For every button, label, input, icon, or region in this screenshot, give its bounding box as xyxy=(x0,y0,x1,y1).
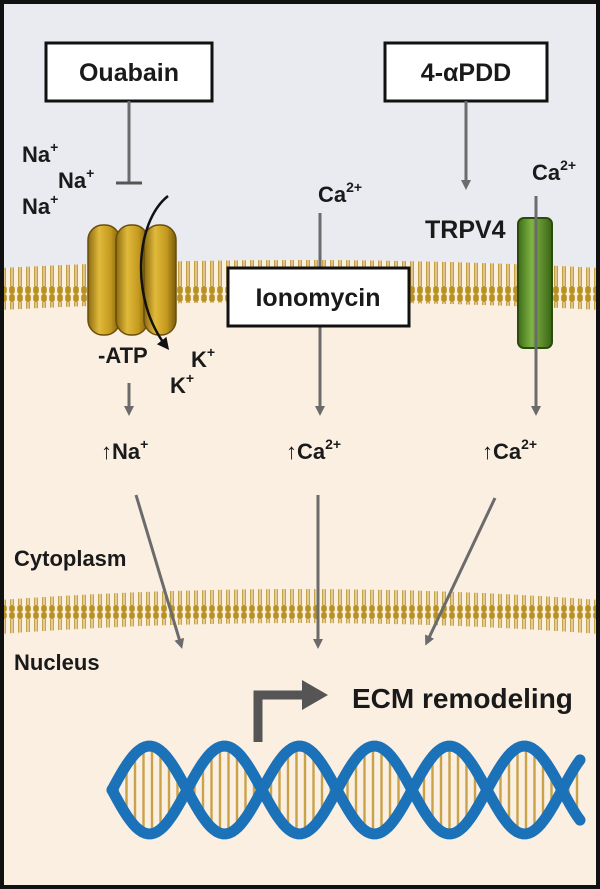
na-rise-label: ↑Na+ xyxy=(101,436,148,464)
pump-transport-arrow xyxy=(139,195,170,350)
ionomycin-box: Ionomycin xyxy=(226,266,411,328)
extracellular-space xyxy=(0,0,600,268)
ca-right-to-nucleus-arrow xyxy=(425,497,497,646)
trpv4-label: TRPV4 xyxy=(425,216,506,244)
cytoplasm-label: Cytoplasm xyxy=(14,546,126,571)
atp-label: -ATP xyxy=(98,343,148,368)
k-ion-1: K+ xyxy=(191,344,215,372)
pdd-label: 4-αPDD xyxy=(421,59,511,87)
na-ion-2: Na+ xyxy=(58,165,94,193)
transcription-arrow-head xyxy=(302,680,328,710)
na-ion-3: Na+ xyxy=(22,191,58,219)
nuclear-envelope xyxy=(0,589,600,634)
na-ion-1: Na+ xyxy=(22,139,58,167)
dna-strand-front xyxy=(106,740,586,840)
ca-ion-right: Ca2+ xyxy=(532,157,576,185)
k-ion-2: K+ xyxy=(170,370,194,398)
ca-rise-mid-label: ↑Ca2+ xyxy=(286,436,341,464)
ouabain-box: Ouabain xyxy=(44,41,214,103)
ca-ion-mid: Ca2+ xyxy=(318,179,362,207)
nucleus-label: Nucleus xyxy=(14,650,100,675)
na-to-nucleus-arrow xyxy=(134,494,185,649)
transcription-arrow xyxy=(253,690,306,742)
pdd-box: 4-αPDD xyxy=(383,41,549,103)
ouabain-label: Ouabain xyxy=(79,59,179,87)
ca-rise-right-label: ↑Ca2+ xyxy=(482,436,537,464)
na-k-pump xyxy=(87,224,177,336)
ionomycin-label: Ionomycin xyxy=(255,284,380,312)
dna-helix xyxy=(106,740,586,840)
ecm-remodeling-label: ECM remodeling xyxy=(352,683,573,714)
